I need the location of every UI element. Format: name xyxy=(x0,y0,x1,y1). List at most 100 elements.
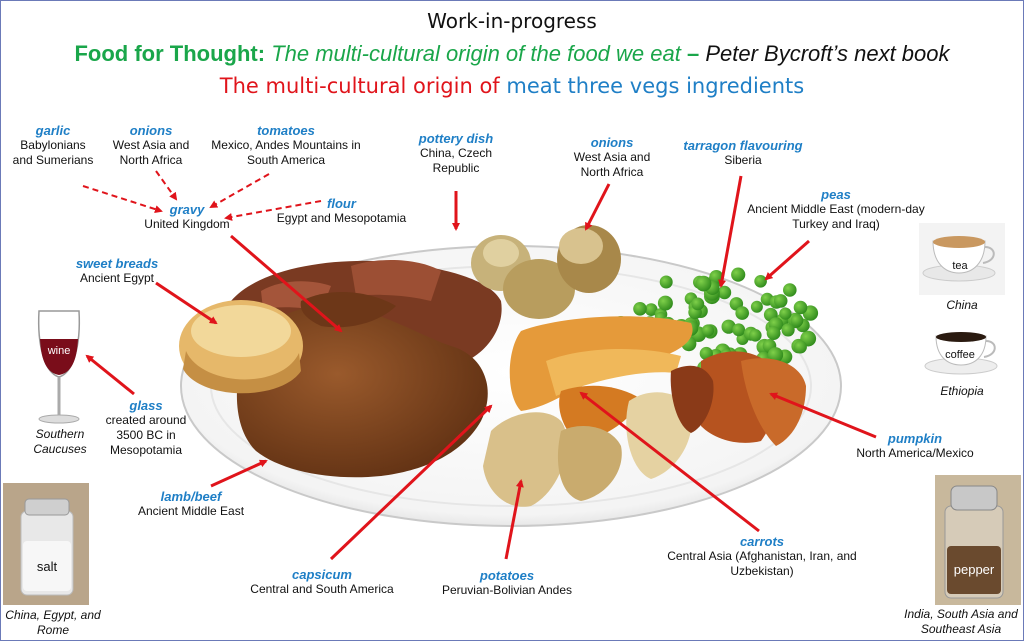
label-capsicum: capsicum Central and South America xyxy=(241,567,403,597)
label-potatoes: potatoes Peruvian-Bolivian Andes xyxy=(431,568,583,598)
label-tomatoes: tomatoes Mexico, Andes Mountains in Sout… xyxy=(211,123,361,168)
carrots-name: carrots xyxy=(739,534,785,549)
pottery-dish-origin: China, Czech Republic xyxy=(419,146,493,175)
salt-shaker xyxy=(3,483,89,605)
garlic-name: garlic xyxy=(35,123,71,138)
tea-cup xyxy=(919,223,1005,295)
tarragon-origin: Siberia xyxy=(724,153,762,167)
pea xyxy=(793,300,808,315)
book-title-subtitle: The multi-cultural origin of the food we… xyxy=(271,41,681,66)
wine-glass xyxy=(37,310,81,424)
coffee-origin: Ethiopia xyxy=(940,384,984,398)
label-glass: glass created around 3500 BC in Mesopota… xyxy=(101,398,191,458)
work-in-progress-title: Work-in-progress xyxy=(427,9,597,33)
pepper-label: pepper xyxy=(953,562,995,577)
book-title-bold: Food for Thought: xyxy=(74,41,266,66)
potatoes-origin: Peruvian-Bolivian Andes xyxy=(441,583,573,597)
wine-origin: Southern Caucuses xyxy=(33,427,87,456)
tomatoes-origin: Mexico, Andes Mountains in South America xyxy=(211,138,361,167)
tarragon-name: tarragon flavouring xyxy=(683,138,803,153)
pumpkin-name: pumpkin xyxy=(887,431,943,446)
peas-name: peas xyxy=(821,187,851,202)
glass-name: glass xyxy=(129,398,163,413)
gravy-name: gravy xyxy=(169,202,205,217)
pea xyxy=(644,303,658,316)
capsicum-origin: Central and South America xyxy=(250,582,394,596)
potatoes-name: potatoes xyxy=(479,568,535,583)
pea xyxy=(633,302,647,316)
pepper-shaker xyxy=(935,475,1021,605)
lamb-beef-name: lamb/beef xyxy=(160,489,222,504)
pea xyxy=(731,267,746,282)
flour-name: flour xyxy=(327,196,356,211)
diagram-subtitle: The multi-cultural origin of meat three … xyxy=(1,74,1023,98)
book-title-dash: – xyxy=(686,41,700,66)
tomatoes-name: tomatoes xyxy=(257,123,315,138)
capsicum-name: capsicum xyxy=(292,567,352,582)
gravy-origin: United Kingdom xyxy=(144,217,230,231)
carrots-origin: Central Asia (Afghanistan, Iran, and Uzb… xyxy=(667,549,857,578)
pea xyxy=(701,324,715,337)
tea-label: tea xyxy=(952,260,968,272)
pea xyxy=(779,307,792,320)
pea xyxy=(735,306,749,320)
garlic-origin: Babylonians and Sumerians xyxy=(12,138,94,167)
coffee-cup xyxy=(924,332,998,375)
peas-origin: Ancient Middle East (modern-day Turkey a… xyxy=(747,202,925,231)
peas xyxy=(613,267,819,376)
label-peas: peas Ancient Middle East (modern-day Tur… xyxy=(741,187,931,232)
onions-2-origin: West Asia and North Africa xyxy=(573,150,651,179)
subtitle-red-part: The multi-cultural origin of xyxy=(219,74,500,98)
wine-label: wine xyxy=(47,345,71,357)
potatoes xyxy=(483,412,567,507)
subtitle-blue-part: meat three vegs ingredients xyxy=(506,74,805,98)
pea xyxy=(793,340,807,354)
label-tarragon: tarragon flavouring Siberia xyxy=(673,138,813,168)
pea xyxy=(773,294,788,308)
pea xyxy=(691,297,705,311)
pepper-origin: India, South Asia and Southeast Asia xyxy=(904,607,1018,636)
label-carrots: carrots Central Asia (Afghanistan, Iran,… xyxy=(656,534,868,579)
pea xyxy=(781,323,795,337)
glass-origin: created around 3500 BC in Mesopotamia xyxy=(105,413,187,457)
salt-label: salt xyxy=(36,559,58,574)
tea-origin: China xyxy=(946,298,978,312)
salt-origin: China, Egypt, and Rome xyxy=(5,608,101,637)
label-lamb-beef: lamb/beef Ancient Middle East xyxy=(126,489,256,519)
label-pottery-dish: pottery dish China, Czech Republic xyxy=(406,131,506,176)
pea xyxy=(783,283,797,297)
pea xyxy=(695,275,712,292)
label-garlic: garlic Babylonians and Sumerians xyxy=(9,123,97,168)
sweet-breads-origin: Ancient Egypt xyxy=(79,271,155,285)
coffee-label: coffee xyxy=(945,349,975,361)
label-onions-2: onions West Asia and North Africa xyxy=(566,135,658,180)
pea xyxy=(754,275,767,288)
pea xyxy=(767,347,784,363)
pea xyxy=(732,323,746,337)
onions-1-name: onions xyxy=(129,123,173,138)
pea xyxy=(721,319,736,334)
pea xyxy=(659,275,673,289)
lamb-beef-origin: Ancient Middle East xyxy=(137,504,245,518)
label-gravy: gravy United Kingdom xyxy=(131,202,243,232)
book-title: Food for Thought: The multi-cultural ori… xyxy=(1,41,1023,67)
onions-1-origin: West Asia and North Africa xyxy=(112,138,190,167)
onions-2-name: onions xyxy=(590,135,634,150)
label-sweet-breads: sweet breads Ancient Egypt xyxy=(61,256,173,286)
pottery-dish-name: pottery dish xyxy=(418,131,494,146)
pea xyxy=(717,285,732,300)
pea xyxy=(766,326,781,340)
pumpkin-origin: North America/Mexico xyxy=(856,446,974,460)
sweet-breads-name: sweet breads xyxy=(75,256,159,271)
pea xyxy=(750,300,763,313)
flour-origin: Egypt and Mesopotamia xyxy=(276,211,407,225)
book-title-author: Peter Bycroft’s next book xyxy=(705,41,950,66)
label-flour: flour Egypt and Mesopotamia xyxy=(269,196,414,226)
pea xyxy=(657,295,673,311)
pea xyxy=(790,314,804,327)
label-onions-1: onions West Asia and North Africa xyxy=(105,123,197,168)
label-pumpkin: pumpkin North America/Mexico xyxy=(849,431,981,461)
pea xyxy=(749,329,762,342)
